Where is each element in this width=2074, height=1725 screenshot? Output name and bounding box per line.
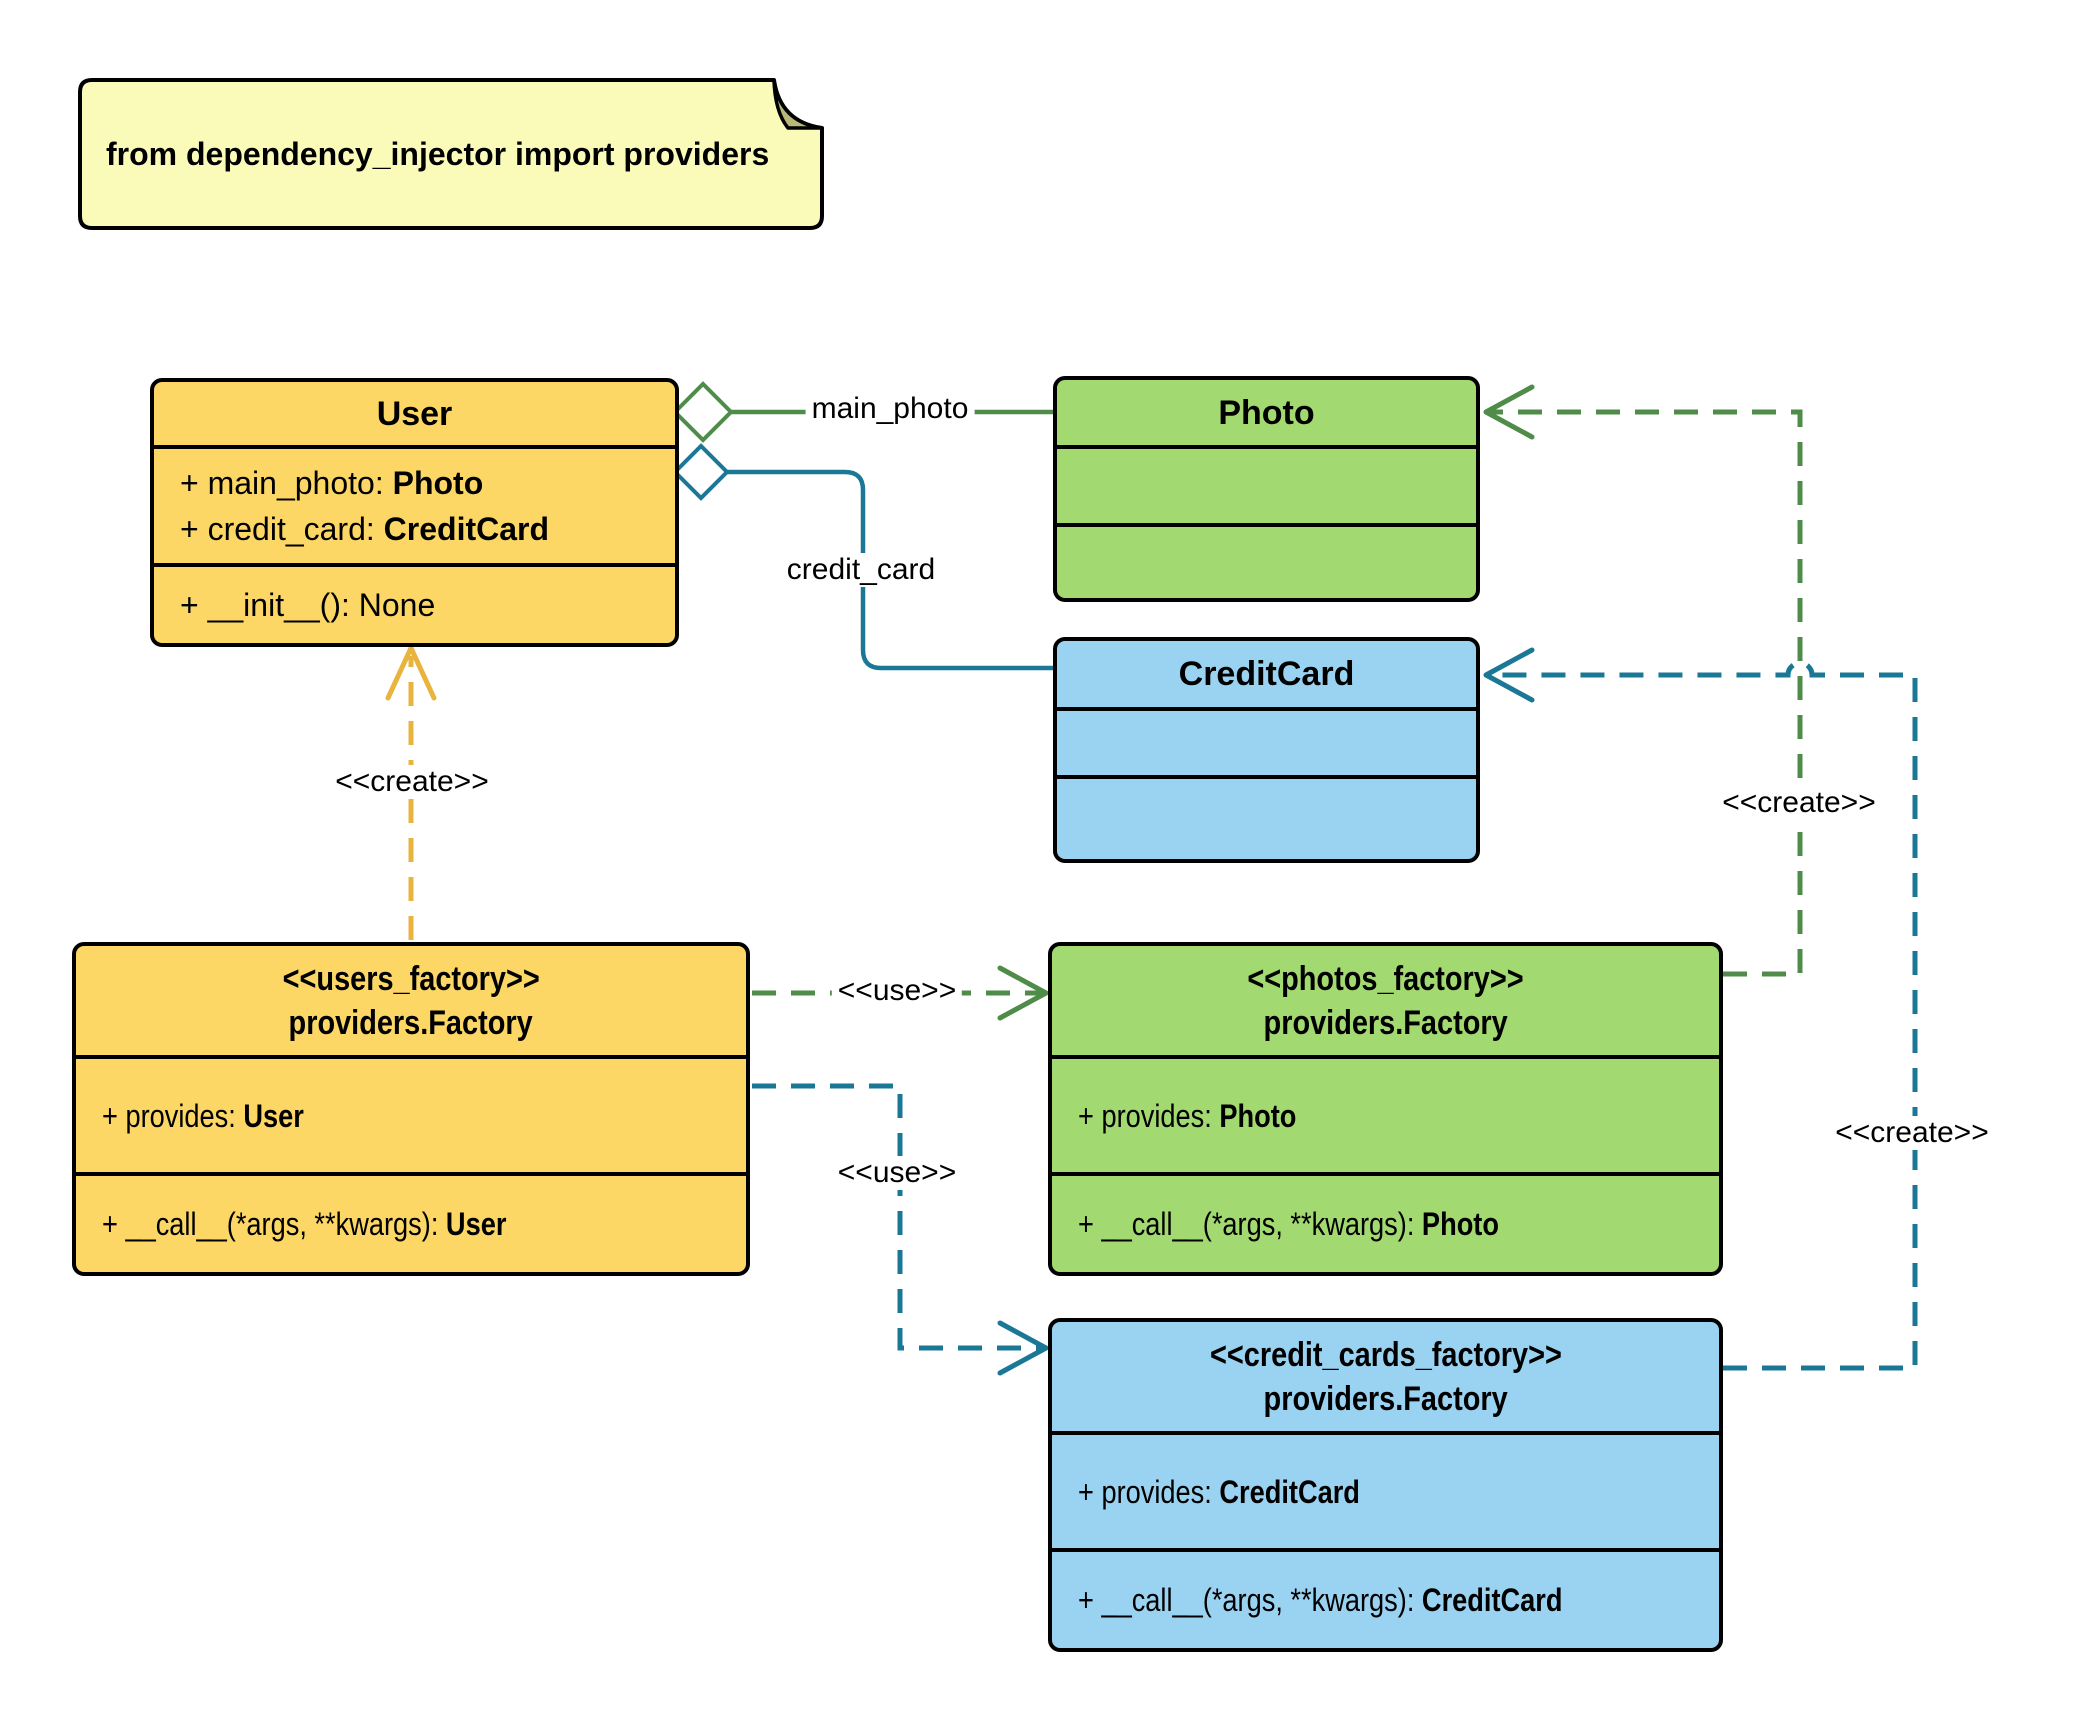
use-line-credit-cards-factory (752, 1083, 1042, 1351)
class-user-attributes: + main_photo: Photo + credit_card: Credi… (154, 445, 675, 563)
method-call: + __call__(*args, **kwargs): Photo (1078, 1201, 1499, 1247)
attribute-provides: + provides: CreditCard (1078, 1469, 1360, 1515)
class-photo-title: Photo (1057, 380, 1476, 445)
aggregation-diamond-credit-card (672, 443, 730, 501)
edge-label-create-photo: <<create>> (1716, 786, 1882, 820)
edge-label-credit-card: credit_card (780, 553, 942, 587)
method-type: CreditCard (1421, 1582, 1563, 1618)
class-credit-cards-factory-title: <<credit_cards_factory>> providers.Facto… (1052, 1322, 1719, 1431)
class-photo-methods (1057, 523, 1476, 598)
credit-cards-factory-name: providers.Factory (1263, 1379, 1508, 1418)
attribute-prefix: + main_photo: (180, 465, 393, 501)
class-credit-card-title: CreditCard (1057, 641, 1476, 707)
create-arrowhead-photo (1483, 384, 1535, 440)
attribute-type: User (243, 1097, 304, 1134)
class-photos-factory-attributes: + provides: Photo (1052, 1055, 1719, 1172)
users-factory-name: providers.Factory (288, 1003, 534, 1042)
class-user: User + main_photo: Photo + credit_card: … (150, 378, 679, 647)
class-users-factory: <<users_factory>> providers.Factory + pr… (72, 942, 750, 1276)
code-note: from dependency_injector import provider… (80, 80, 822, 228)
attribute-prefix: + credit_card: (180, 511, 384, 547)
attribute-prefix: + provides: (1078, 1097, 1220, 1134)
class-photo-attributes (1057, 445, 1476, 523)
method-init: + __init__(): None (180, 582, 435, 628)
method-type: Photo (1421, 1206, 1499, 1242)
attribute-type: Photo (392, 465, 484, 501)
edge-label-main-photo: main_photo (805, 392, 975, 426)
class-photo-title-text: Photo (1218, 393, 1315, 432)
class-credit-card-methods (1057, 775, 1476, 859)
create-arrowhead-user (385, 645, 437, 701)
method-prefix: + __call__(*args, **kwargs): (102, 1206, 446, 1242)
attribute-type: CreditCard (1219, 1473, 1360, 1510)
photos-factory-name: providers.Factory (1263, 1003, 1508, 1042)
class-user-methods: + __init__(): None (154, 563, 675, 643)
aggregation-diamond-main-photo (672, 381, 734, 443)
class-user-title-text: User (376, 394, 453, 433)
method-prefix: + __call__(*args, **kwargs): (1078, 1206, 1422, 1242)
class-credit-card: CreditCard (1053, 637, 1480, 863)
attribute-provides: + provides: Photo (1078, 1093, 1296, 1139)
edge-label-create-credit-card: <<create>> (1829, 1116, 1995, 1150)
attribute-type: CreditCard (383, 511, 550, 547)
photos-factory-stereotype: <<photos_factory>> (1247, 959, 1524, 998)
method-type: User (445, 1206, 507, 1242)
method-call: + __call__(*args, **kwargs): User (102, 1201, 506, 1247)
attribute-type: Photo (1219, 1097, 1297, 1134)
create-arrowhead-credit-card (1483, 647, 1535, 703)
edge-label-use-photos: <<use>> (831, 974, 963, 1008)
use-arrowhead-photos-factory (997, 965, 1049, 1021)
attribute-prefix: + provides: (1078, 1473, 1220, 1510)
create-line-photo (1490, 409, 1803, 977)
attribute-prefix: + provides: (102, 1097, 244, 1134)
attribute-provides: + provides: User (102, 1093, 304, 1139)
class-credit-card-title-text: CreditCard (1178, 655, 1355, 693)
method-text: + __init__(): None (180, 587, 436, 623)
note-fold-corner (772, 78, 824, 130)
class-credit-cards-factory: <<credit_cards_factory>> providers.Facto… (1048, 1318, 1723, 1652)
attribute-main-photo: + main_photo: Photo (180, 460, 483, 506)
class-credit-cards-factory-methods: + __call__(*args, **kwargs): CreditCard (1052, 1548, 1719, 1648)
class-user-title: User (154, 382, 675, 445)
method-call: + __call__(*args, **kwargs): CreditCard (1078, 1577, 1562, 1623)
class-users-factory-methods: + __call__(*args, **kwargs): User (76, 1172, 746, 1272)
class-photos-factory-title: <<photos_factory>> providers.Factory (1052, 946, 1719, 1055)
users-factory-stereotype: <<users_factory>> (282, 959, 540, 998)
method-prefix: + __call__(*args, **kwargs): (1078, 1582, 1422, 1618)
class-credit-cards-factory-attributes: + provides: CreditCard (1052, 1431, 1719, 1548)
class-credit-card-attributes (1057, 707, 1476, 775)
use-arrowhead-credit-cards-factory (997, 1320, 1049, 1376)
class-photos-factory-methods: + __call__(*args, **kwargs): Photo (1052, 1172, 1719, 1272)
class-photos-factory: <<photos_factory>> providers.Factory + p… (1048, 942, 1723, 1276)
class-users-factory-title: <<users_factory>> providers.Factory (76, 946, 746, 1055)
edge-label-use-credit-cards: <<use>> (831, 1156, 963, 1190)
edge-label-create-user: <<create>> (329, 765, 495, 799)
class-photo: Photo (1053, 376, 1480, 602)
code-note-text: from dependency_injector import provider… (106, 135, 770, 172)
credit-cards-factory-stereotype: <<credit_cards_factory>> (1209, 1335, 1562, 1374)
attribute-credit-card: + credit_card: CreditCard (180, 506, 549, 552)
class-users-factory-attributes: + provides: User (76, 1055, 746, 1172)
create-line-credit-card (1490, 660, 1918, 1371)
